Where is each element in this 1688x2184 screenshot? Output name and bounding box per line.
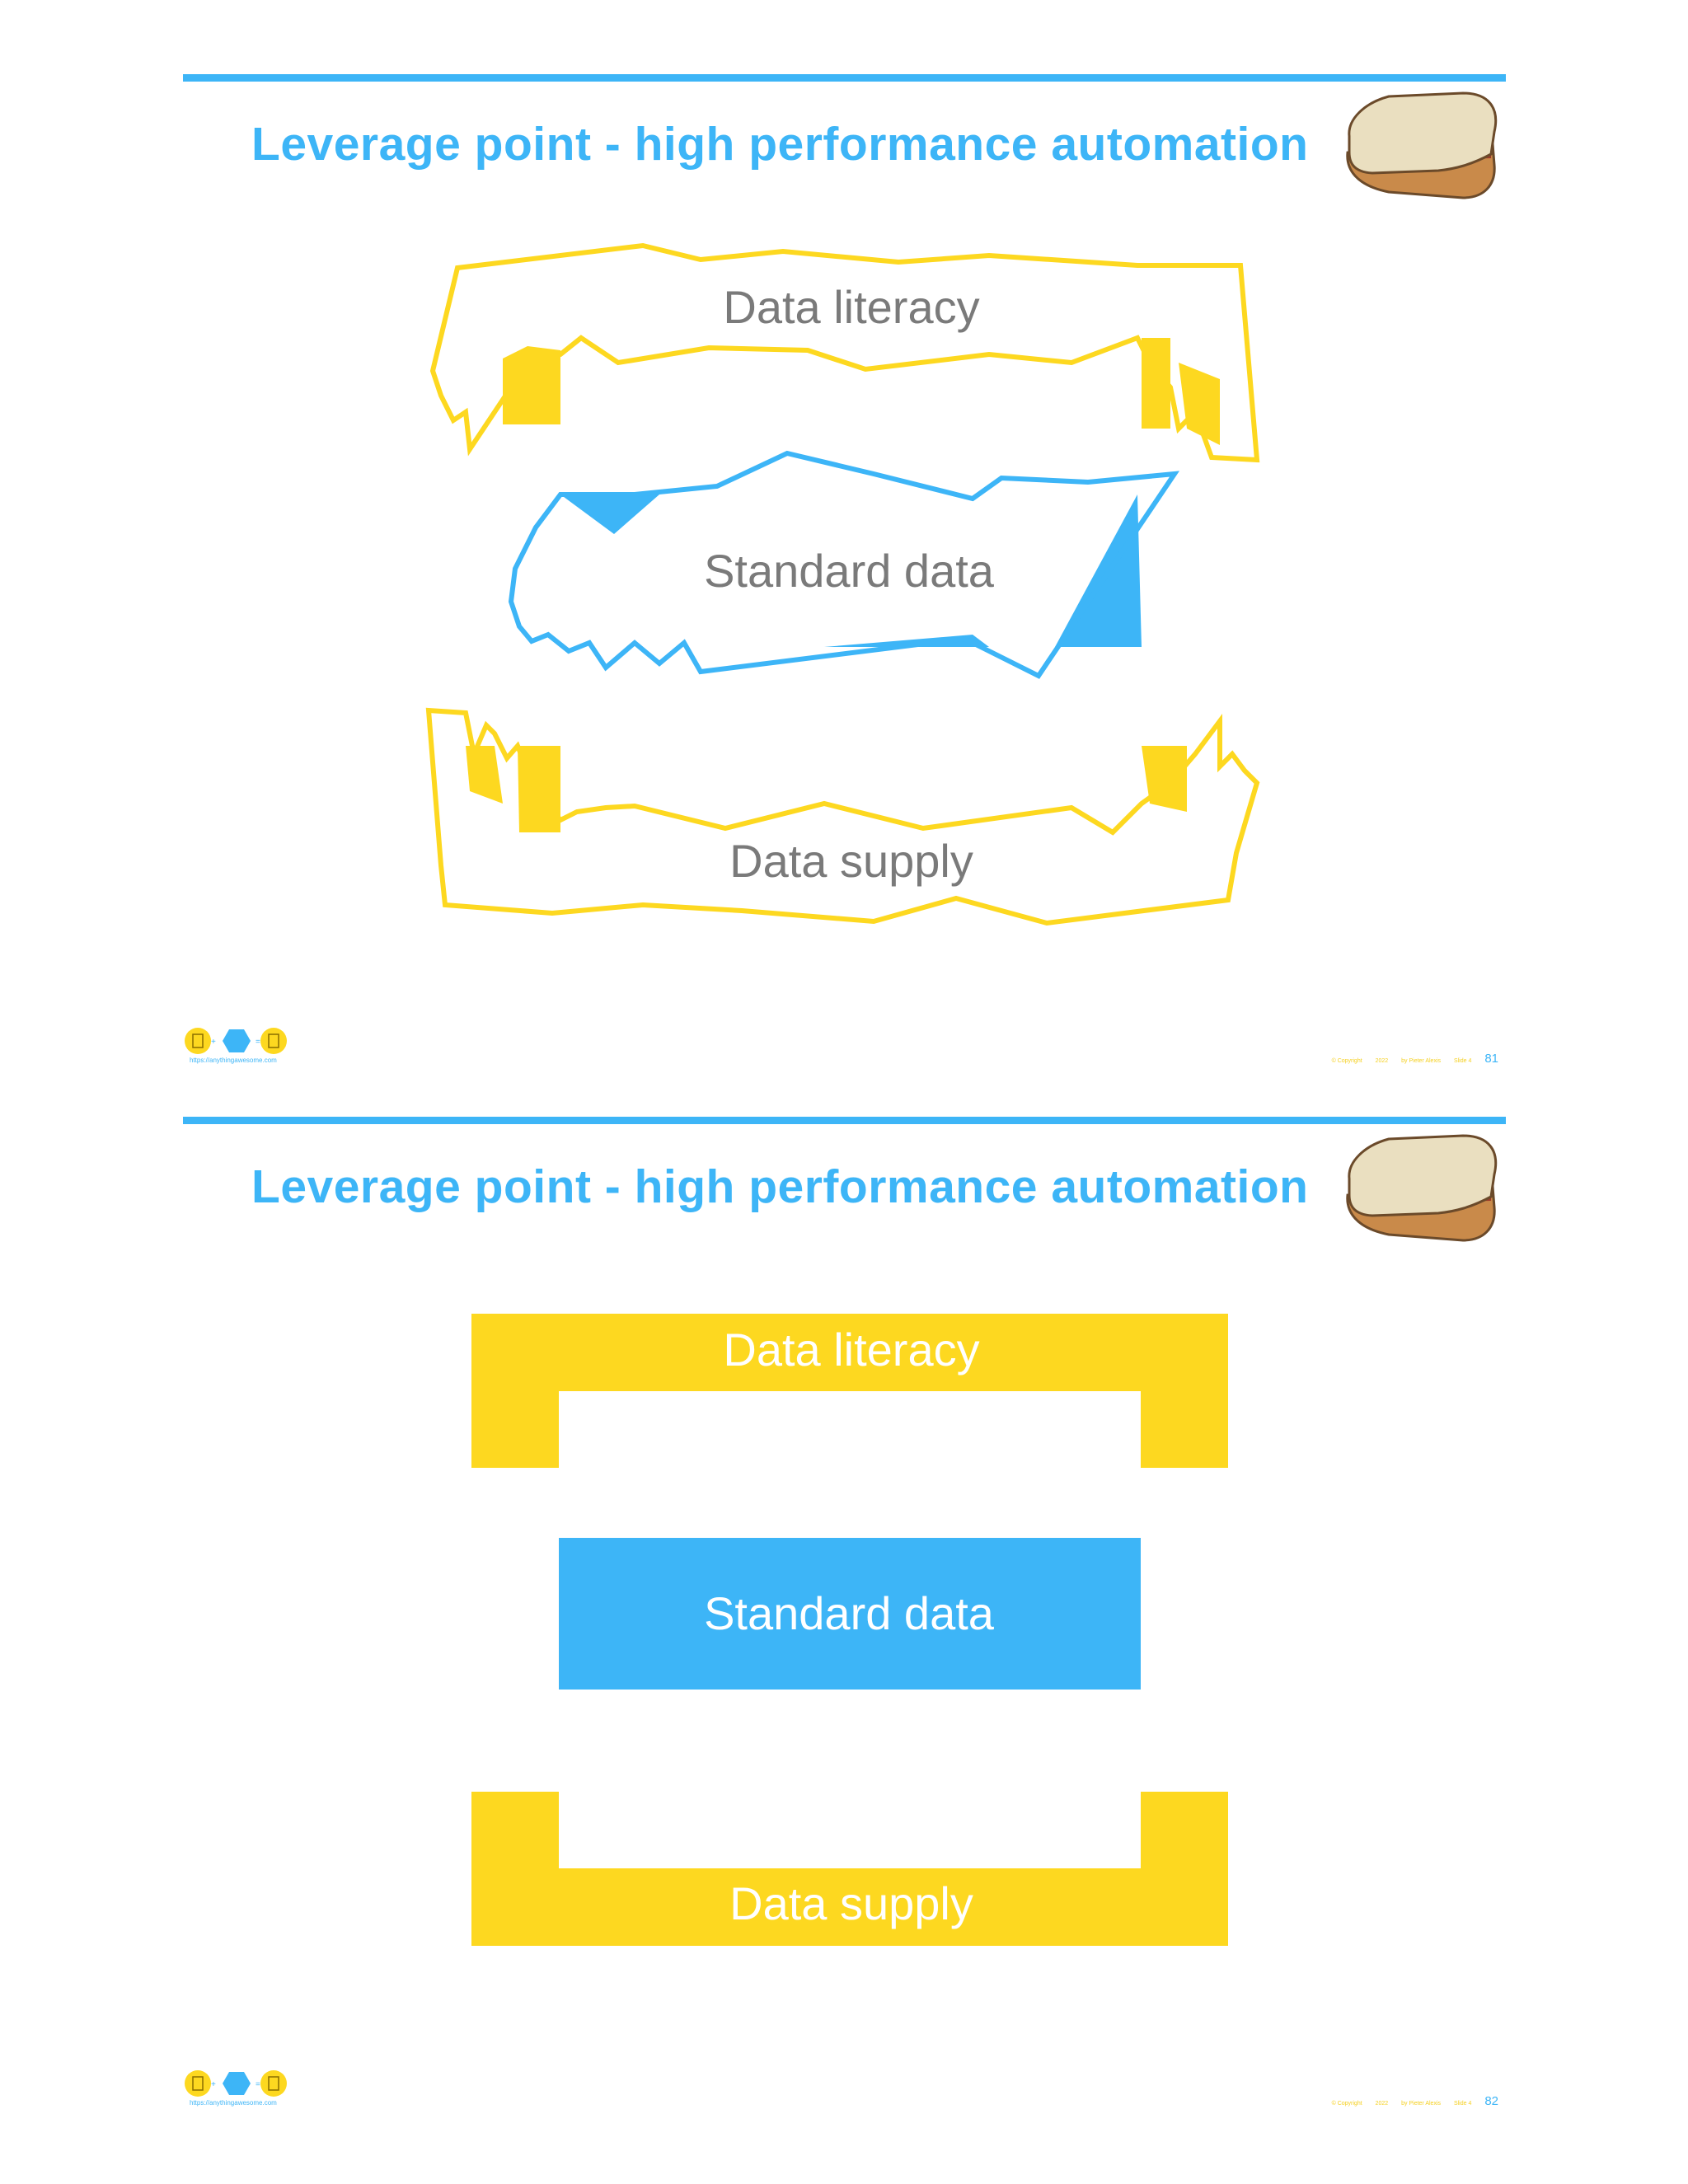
page-number: 82 [1484,2094,1498,2108]
data-literacy-bracket [471,1314,1228,1468]
footer-author: by Pieter Alexis [1401,2101,1441,2107]
footer-year: 2022 [1375,2101,1389,2107]
anything-awesome-logo-icon: + = [185,2070,287,2097]
page-number: 81 [1484,1052,1498,1066]
label-standard-data: Standard data [704,1587,994,1639]
footer-author: by Pieter Alexis [1401,1058,1441,1064]
sandwich-icon [1346,91,1498,199]
footer: © Copyright 2022 by Pieter Alexis Slide … [1320,1052,1498,1066]
footer: © Copyright 2022 by Pieter Alexis Slide … [1320,2094,1498,2108]
label-data-literacy: Data literacy [723,1324,980,1376]
clean-diagram [471,1314,1228,1946]
slide-82: Leverage point - high performance automa… [0,1043,1688,2108]
slide-title: Leverage point - high performance automa… [251,1160,1309,1213]
data-supply-bracket [471,1792,1228,1946]
data-supply-sketch-shape [425,707,1260,926]
standard-data-sketch-shape [508,450,1180,679]
data-literacy-sketch-shape [429,242,1260,463]
footer-year: 2022 [1375,1058,1389,1064]
footer-copyright: © Copyright [1331,1058,1362,1064]
top-rule [183,1117,1506,1124]
label-data-supply: Data supply [729,835,973,887]
sketch-diagram [425,242,1260,926]
label-data-literacy: Data literacy [723,281,980,333]
svg-text:=: = [256,1038,260,1047]
logo-url: https://anythingawesome.com [190,1057,277,1064]
footer-attribution: Slide 4 [1453,1058,1472,1064]
slide-title: Leverage point - high performance automa… [251,118,1309,171]
label-standard-data: Standard data [704,545,994,597]
svg-text:+: + [211,1038,216,1047]
svg-text:+: + [211,2080,216,2089]
standard-data-block [559,1538,1141,1690]
footer-attribution: Slide 4 [1453,2101,1472,2107]
svg-text:=: = [256,2080,260,2089]
label-data-supply: Data supply [729,1877,973,1929]
footer-copyright: © Copyright [1331,2101,1362,2107]
top-rule [183,74,1506,82]
sandwich-icon [1346,1134,1498,1242]
anything-awesome-logo-icon: + = [185,1028,287,1054]
logo-url: https://anythingawesome.com [190,2099,277,2107]
slide-81: Leverage point - high performance automa… [0,0,1688,1066]
